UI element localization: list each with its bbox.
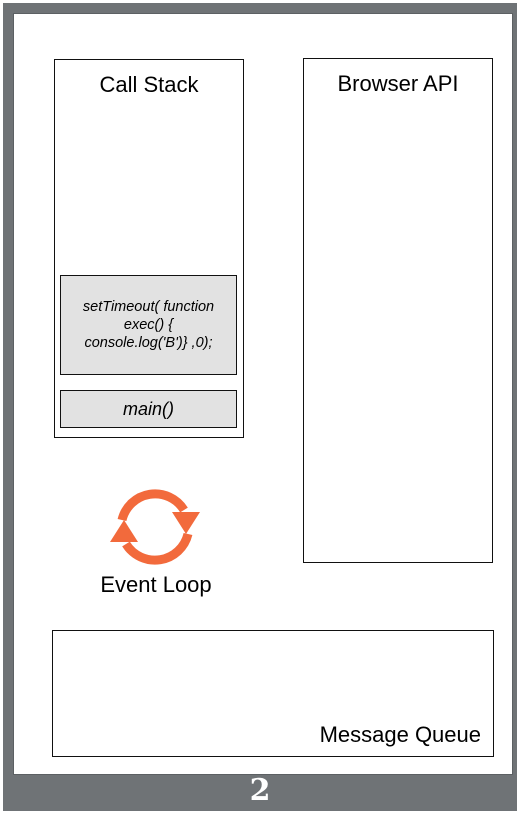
stack-frame-main: main() [60, 390, 237, 428]
slide-frame: Call Stack setTimeout( function exec() {… [3, 3, 517, 811]
event-loop-label: Event Loop [100, 572, 212, 597]
call-stack-box: Call Stack setTimeout( function exec() {… [54, 59, 244, 438]
message-queue-box: Message Queue [52, 630, 494, 757]
slide-number: 2 [249, 773, 271, 808]
browser-api-title: Browser API [337, 71, 459, 96]
refresh-cycle-icon [110, 489, 200, 565]
diagram-canvas: Call Stack setTimeout( function exec() {… [13, 13, 513, 775]
call-stack-title: Call Stack [99, 72, 199, 97]
stack-frame-settimeout: setTimeout( function exec() { console.lo… [60, 275, 237, 375]
event-loop: Event Loop [76, 482, 236, 602]
browser-api-box: Browser API [303, 58, 493, 563]
message-queue-title: Message Queue [319, 722, 481, 747]
